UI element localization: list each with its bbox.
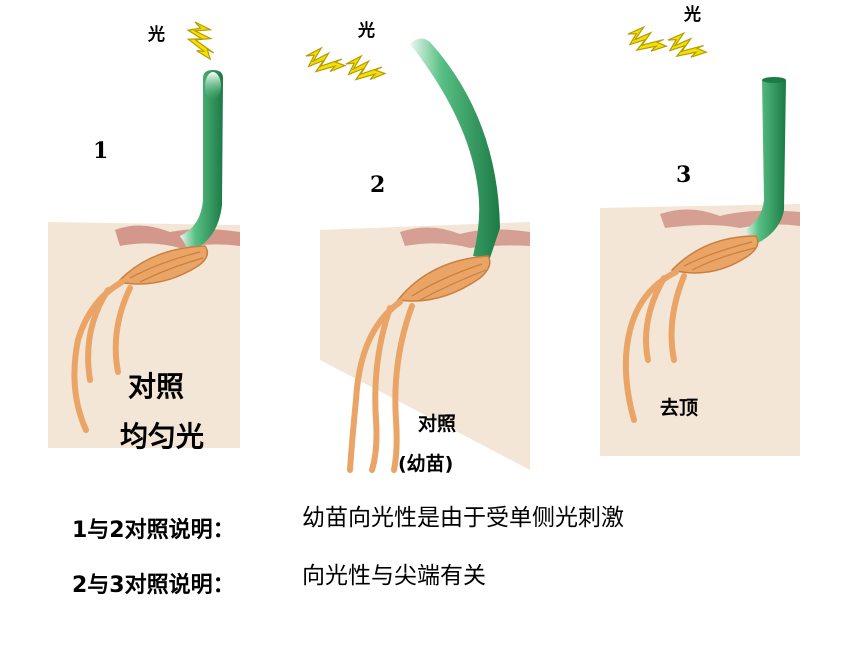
panel-2: 光 2 对照 (幼苗) xyxy=(303,20,530,475)
panel-2-roots xyxy=(347,299,415,473)
panel-1-soil xyxy=(48,222,240,448)
panel-1-label-line2: 均匀光 xyxy=(120,420,204,453)
panel-3: 光 3 去顶 xyxy=(600,4,800,456)
panel-3-cut-tip xyxy=(762,77,786,83)
panel-1: 光 1 对照 均匀光 xyxy=(48,16,240,453)
panel-3-decapitated-shoot xyxy=(744,80,786,244)
panel-3-light-label: 光 xyxy=(683,4,701,25)
panel-3-seed xyxy=(670,235,759,274)
panel-2-light-label: 光 xyxy=(357,20,375,41)
panel-1-roots xyxy=(71,279,133,433)
conclusion-1-text: 幼苗向光性是由于受单侧光刺激 xyxy=(302,505,624,531)
panel-2-label-line1: 对照 xyxy=(418,412,456,435)
panel-2-soil xyxy=(320,222,530,470)
panel-2-number: 2 xyxy=(370,172,385,198)
panel-1-number: 1 xyxy=(93,138,108,164)
panel-2-shoot xyxy=(410,38,500,258)
panel-3-number: 3 xyxy=(676,162,691,188)
panel-1-shoot-tip xyxy=(205,72,221,100)
panel-3-roots xyxy=(622,269,687,423)
panel-3-soil xyxy=(600,204,800,456)
panel-1-label-line1: 对照 xyxy=(128,370,184,403)
conclusion-2-label: 2与3对照说明： xyxy=(72,573,235,598)
panel-1-light-label: 光 xyxy=(147,24,165,45)
panel-3-label-line1: 去顶 xyxy=(660,396,698,419)
panel-2-label-line2: (幼苗) xyxy=(398,452,453,475)
conclusion-2-text: 向光性与尖端有关 xyxy=(302,563,486,589)
conclusion-1-label: 1与2对照说明： xyxy=(72,518,235,543)
panel-1-shoot xyxy=(180,70,223,252)
